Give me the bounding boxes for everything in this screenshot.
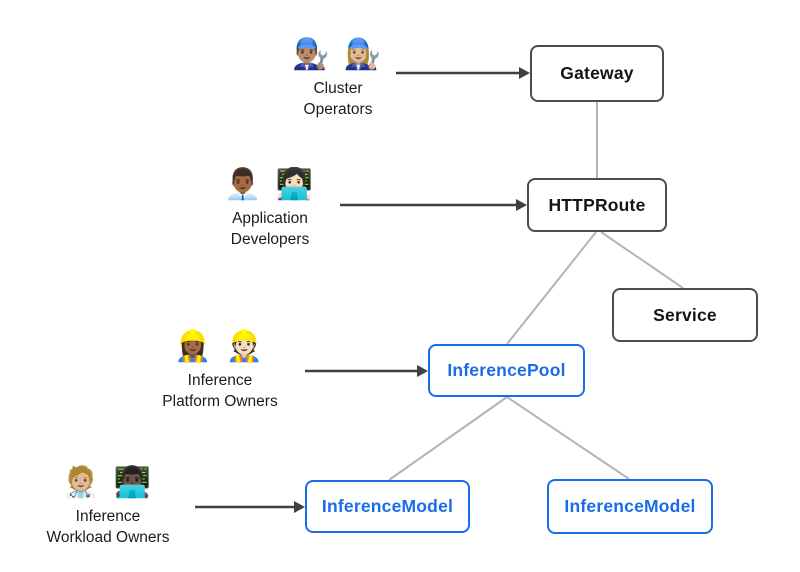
node-inferencepool-label: InferencePool <box>447 360 566 380</box>
inference-platform-owners-label: Inference Platform Owners <box>162 372 278 410</box>
node-gateway: Gateway <box>530 45 664 102</box>
node-inferencemodel-left-label: InferenceModel <box>321 496 454 516</box>
application-developers-label: Application Developers <box>230 210 310 248</box>
edge-inferencepool-inferencemodel-left <box>388 396 508 481</box>
woman-technologist-emoji: 👩🏻‍💻 <box>275 168 317 201</box>
man-office-worker-emoji: 👨🏾‍💼 <box>223 168 265 201</box>
inference-workload-owners-label: Inference Workload Owners <box>46 508 170 546</box>
woman-mechanic-emoji: 👩🏼‍🔧 <box>343 38 385 71</box>
persona-cluster-operators: 👨🏽‍🔧 👩🏼‍🔧 Cluster Operators <box>228 36 448 120</box>
node-inferencemodel-left: InferenceModel <box>305 480 470 533</box>
node-service: Service <box>612 288 758 342</box>
node-inferencemodel-right-label: InferenceModel <box>564 496 696 516</box>
cluster-operators-emoji: 👨🏽‍🔧 👩🏼‍🔧 <box>228 36 448 74</box>
node-httproute-label: HTTPRoute <box>548 194 646 215</box>
arrowhead-gateway <box>519 67 530 79</box>
arrowhead-inferencemodel <box>294 501 305 513</box>
persona-inference-workload-owners: 🧑🏼‍⚕️ 👨🏿‍💻 Inference Workload Owners <box>0 464 218 548</box>
construction-worker-emoji: 👷🏻 <box>225 330 267 363</box>
arrowhead-inferencepool <box>417 365 428 377</box>
inference-platform-owners-emoji: 👷🏾‍♀️ 👷🏻 <box>110 328 330 366</box>
cluster-operators-label: Cluster Operators <box>303 80 373 118</box>
edge-inferencepool-inferencemodel-right <box>506 396 630 480</box>
node-httproute: HTTPRoute <box>527 178 667 232</box>
woman-construction-worker-emoji: 👷🏾‍♀️ <box>173 330 215 363</box>
node-inferencemodel-right: InferenceModel <box>547 479 713 534</box>
edge-httproute-service <box>600 231 684 289</box>
node-service-label: Service <box>653 304 717 325</box>
arrowhead-httproute <box>516 199 527 211</box>
edge-httproute-inferencepool <box>506 231 597 345</box>
node-gateway-label: Gateway <box>560 63 634 83</box>
persona-inference-platform-owners: 👷🏾‍♀️ 👷🏻 Inference Platform Owners <box>110 328 330 412</box>
man-technologist-emoji: 👨🏿‍💻 <box>113 466 155 499</box>
health-worker-emoji: 🧑🏼‍⚕️ <box>61 466 103 499</box>
node-inferencepool: InferencePool <box>428 344 585 397</box>
inference-workload-owners-emoji: 🧑🏼‍⚕️ 👨🏿‍💻 <box>0 464 218 502</box>
persona-application-developers: 👨🏾‍💼 👩🏻‍💻 Application Developers <box>160 166 380 250</box>
application-developers-emoji: 👨🏾‍💼 👩🏻‍💻 <box>160 166 380 204</box>
man-mechanic-emoji: 👨🏽‍🔧 <box>291 38 333 71</box>
